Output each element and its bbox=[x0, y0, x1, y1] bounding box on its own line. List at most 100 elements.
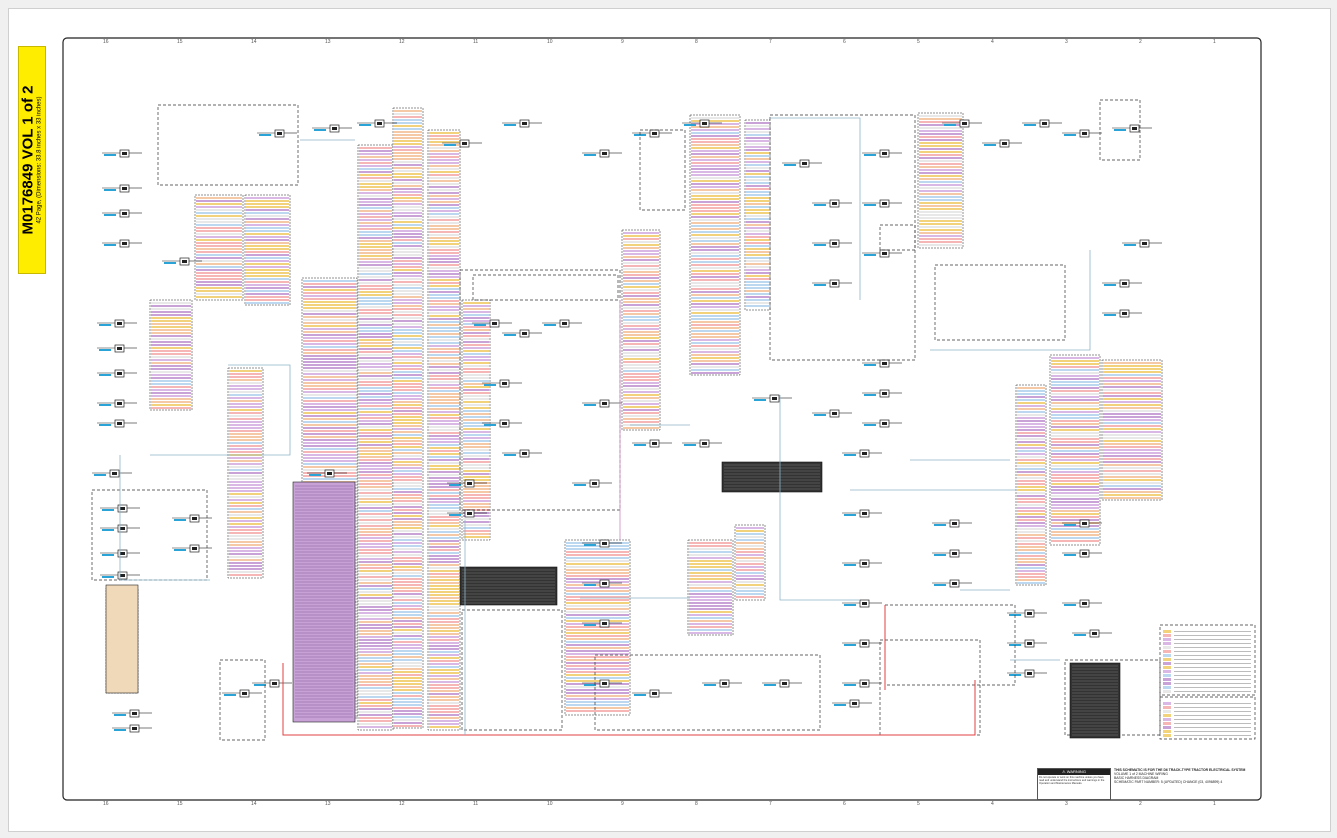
wire-stripe bbox=[246, 257, 289, 259]
wire-stripe bbox=[359, 501, 392, 503]
wire-stripe bbox=[359, 213, 392, 215]
wire-stripe bbox=[359, 465, 392, 467]
wire-label bbox=[684, 444, 696, 446]
wire-stripe bbox=[303, 289, 356, 291]
wire-stripe bbox=[359, 681, 392, 683]
wire-stripe bbox=[1051, 360, 1099, 362]
wire-stripe bbox=[691, 168, 739, 170]
wire-stripe bbox=[359, 531, 392, 533]
wire-stripe bbox=[1103, 422, 1161, 424]
wire-stripe bbox=[463, 326, 489, 328]
wire-stripe bbox=[359, 618, 392, 620]
wire-stripe bbox=[229, 499, 262, 501]
connector-pin bbox=[377, 122, 382, 125]
wire-stripe bbox=[229, 415, 262, 417]
wire-stripe bbox=[691, 183, 739, 185]
wire-label bbox=[102, 554, 114, 556]
wire-stripe bbox=[566, 545, 629, 547]
wire-stripe bbox=[359, 603, 392, 605]
wire-stripe bbox=[746, 236, 769, 238]
wire-stripe bbox=[359, 288, 392, 290]
zone-tick: 15 bbox=[177, 801, 183, 807]
wire-stripe bbox=[463, 515, 489, 517]
wire-stripe bbox=[359, 456, 392, 458]
wire-stripe bbox=[1103, 410, 1161, 412]
wire-stripe bbox=[359, 627, 392, 629]
wire-stripe bbox=[1103, 374, 1161, 376]
wire-stripe bbox=[429, 132, 459, 134]
wire-stripe bbox=[394, 698, 422, 700]
wire-stripe bbox=[359, 243, 392, 245]
wire-stripe bbox=[1103, 497, 1161, 499]
wire-stripe bbox=[1051, 441, 1099, 443]
wire-stripe bbox=[359, 342, 392, 344]
wire-stripe bbox=[303, 358, 356, 360]
wire-stripe bbox=[623, 295, 659, 297]
connector-pin bbox=[602, 402, 607, 405]
wire-stripe bbox=[463, 353, 489, 355]
wire-stripe bbox=[429, 636, 459, 638]
wire-stripe bbox=[229, 382, 262, 384]
wire-stripe bbox=[691, 360, 739, 362]
wire-stripe bbox=[689, 587, 732, 589]
connector-pin bbox=[802, 162, 807, 165]
wire-stripe bbox=[359, 708, 392, 710]
wire-stripe bbox=[746, 134, 769, 136]
wire-stripe bbox=[746, 251, 769, 253]
wire-stripe bbox=[394, 359, 422, 361]
wire-stripe bbox=[689, 566, 732, 568]
wire-stripe bbox=[394, 407, 422, 409]
wire-stripe bbox=[429, 699, 459, 701]
wire-stripe bbox=[394, 260, 422, 262]
wire-stripe bbox=[394, 284, 422, 286]
wire-label bbox=[814, 284, 826, 286]
wire-stripe bbox=[151, 314, 191, 316]
wire-stripe bbox=[566, 698, 629, 700]
wire-stripe bbox=[736, 566, 764, 568]
wire-stripe bbox=[1103, 380, 1161, 382]
wire-stripe bbox=[1017, 447, 1045, 449]
wire-stripe bbox=[429, 333, 459, 335]
legend-swatch bbox=[1163, 714, 1171, 717]
wire-stripe bbox=[429, 633, 459, 635]
wire-stripe bbox=[691, 228, 739, 230]
wire-stripe bbox=[429, 393, 459, 395]
wire-label bbox=[444, 144, 456, 146]
wire-stripe bbox=[429, 291, 459, 293]
wire-stripe bbox=[359, 525, 392, 527]
wire-stripe bbox=[394, 686, 422, 688]
wire-stripe bbox=[196, 227, 242, 229]
wire-stripe bbox=[429, 258, 459, 260]
wire-stripe bbox=[229, 547, 262, 549]
wire-stripe bbox=[429, 441, 459, 443]
wire-label bbox=[174, 519, 186, 521]
wire-stripe bbox=[463, 350, 489, 352]
wire-stripe bbox=[303, 349, 356, 351]
wire-stripe bbox=[394, 158, 422, 160]
wire-stripe bbox=[429, 648, 459, 650]
wire-stripe bbox=[1103, 401, 1161, 403]
wire-stripe bbox=[359, 267, 392, 269]
purple-harness bbox=[292, 481, 356, 723]
wire-label bbox=[164, 262, 176, 264]
wire-stripe bbox=[1017, 546, 1045, 548]
wire-stripe bbox=[746, 179, 769, 181]
wire-stripe bbox=[359, 426, 392, 428]
component-outline bbox=[934, 264, 1066, 341]
wire-stripe bbox=[394, 356, 422, 358]
wire-stripe bbox=[394, 554, 422, 556]
wire-stripe bbox=[429, 534, 459, 536]
wire-label bbox=[1064, 554, 1076, 556]
zone-tick: 13 bbox=[325, 39, 331, 45]
wire-stripe bbox=[919, 223, 962, 225]
wire-stripe bbox=[359, 180, 392, 182]
wire-stripe bbox=[394, 644, 422, 646]
wire-stripe bbox=[394, 218, 422, 220]
wire-stripe bbox=[196, 212, 242, 214]
wire-stripe bbox=[359, 516, 392, 518]
wire-label bbox=[104, 244, 116, 246]
wire-stripe bbox=[1103, 419, 1161, 421]
wire-stripe bbox=[246, 281, 289, 283]
wire-stripe bbox=[229, 508, 262, 510]
wire-stripe bbox=[394, 152, 422, 154]
